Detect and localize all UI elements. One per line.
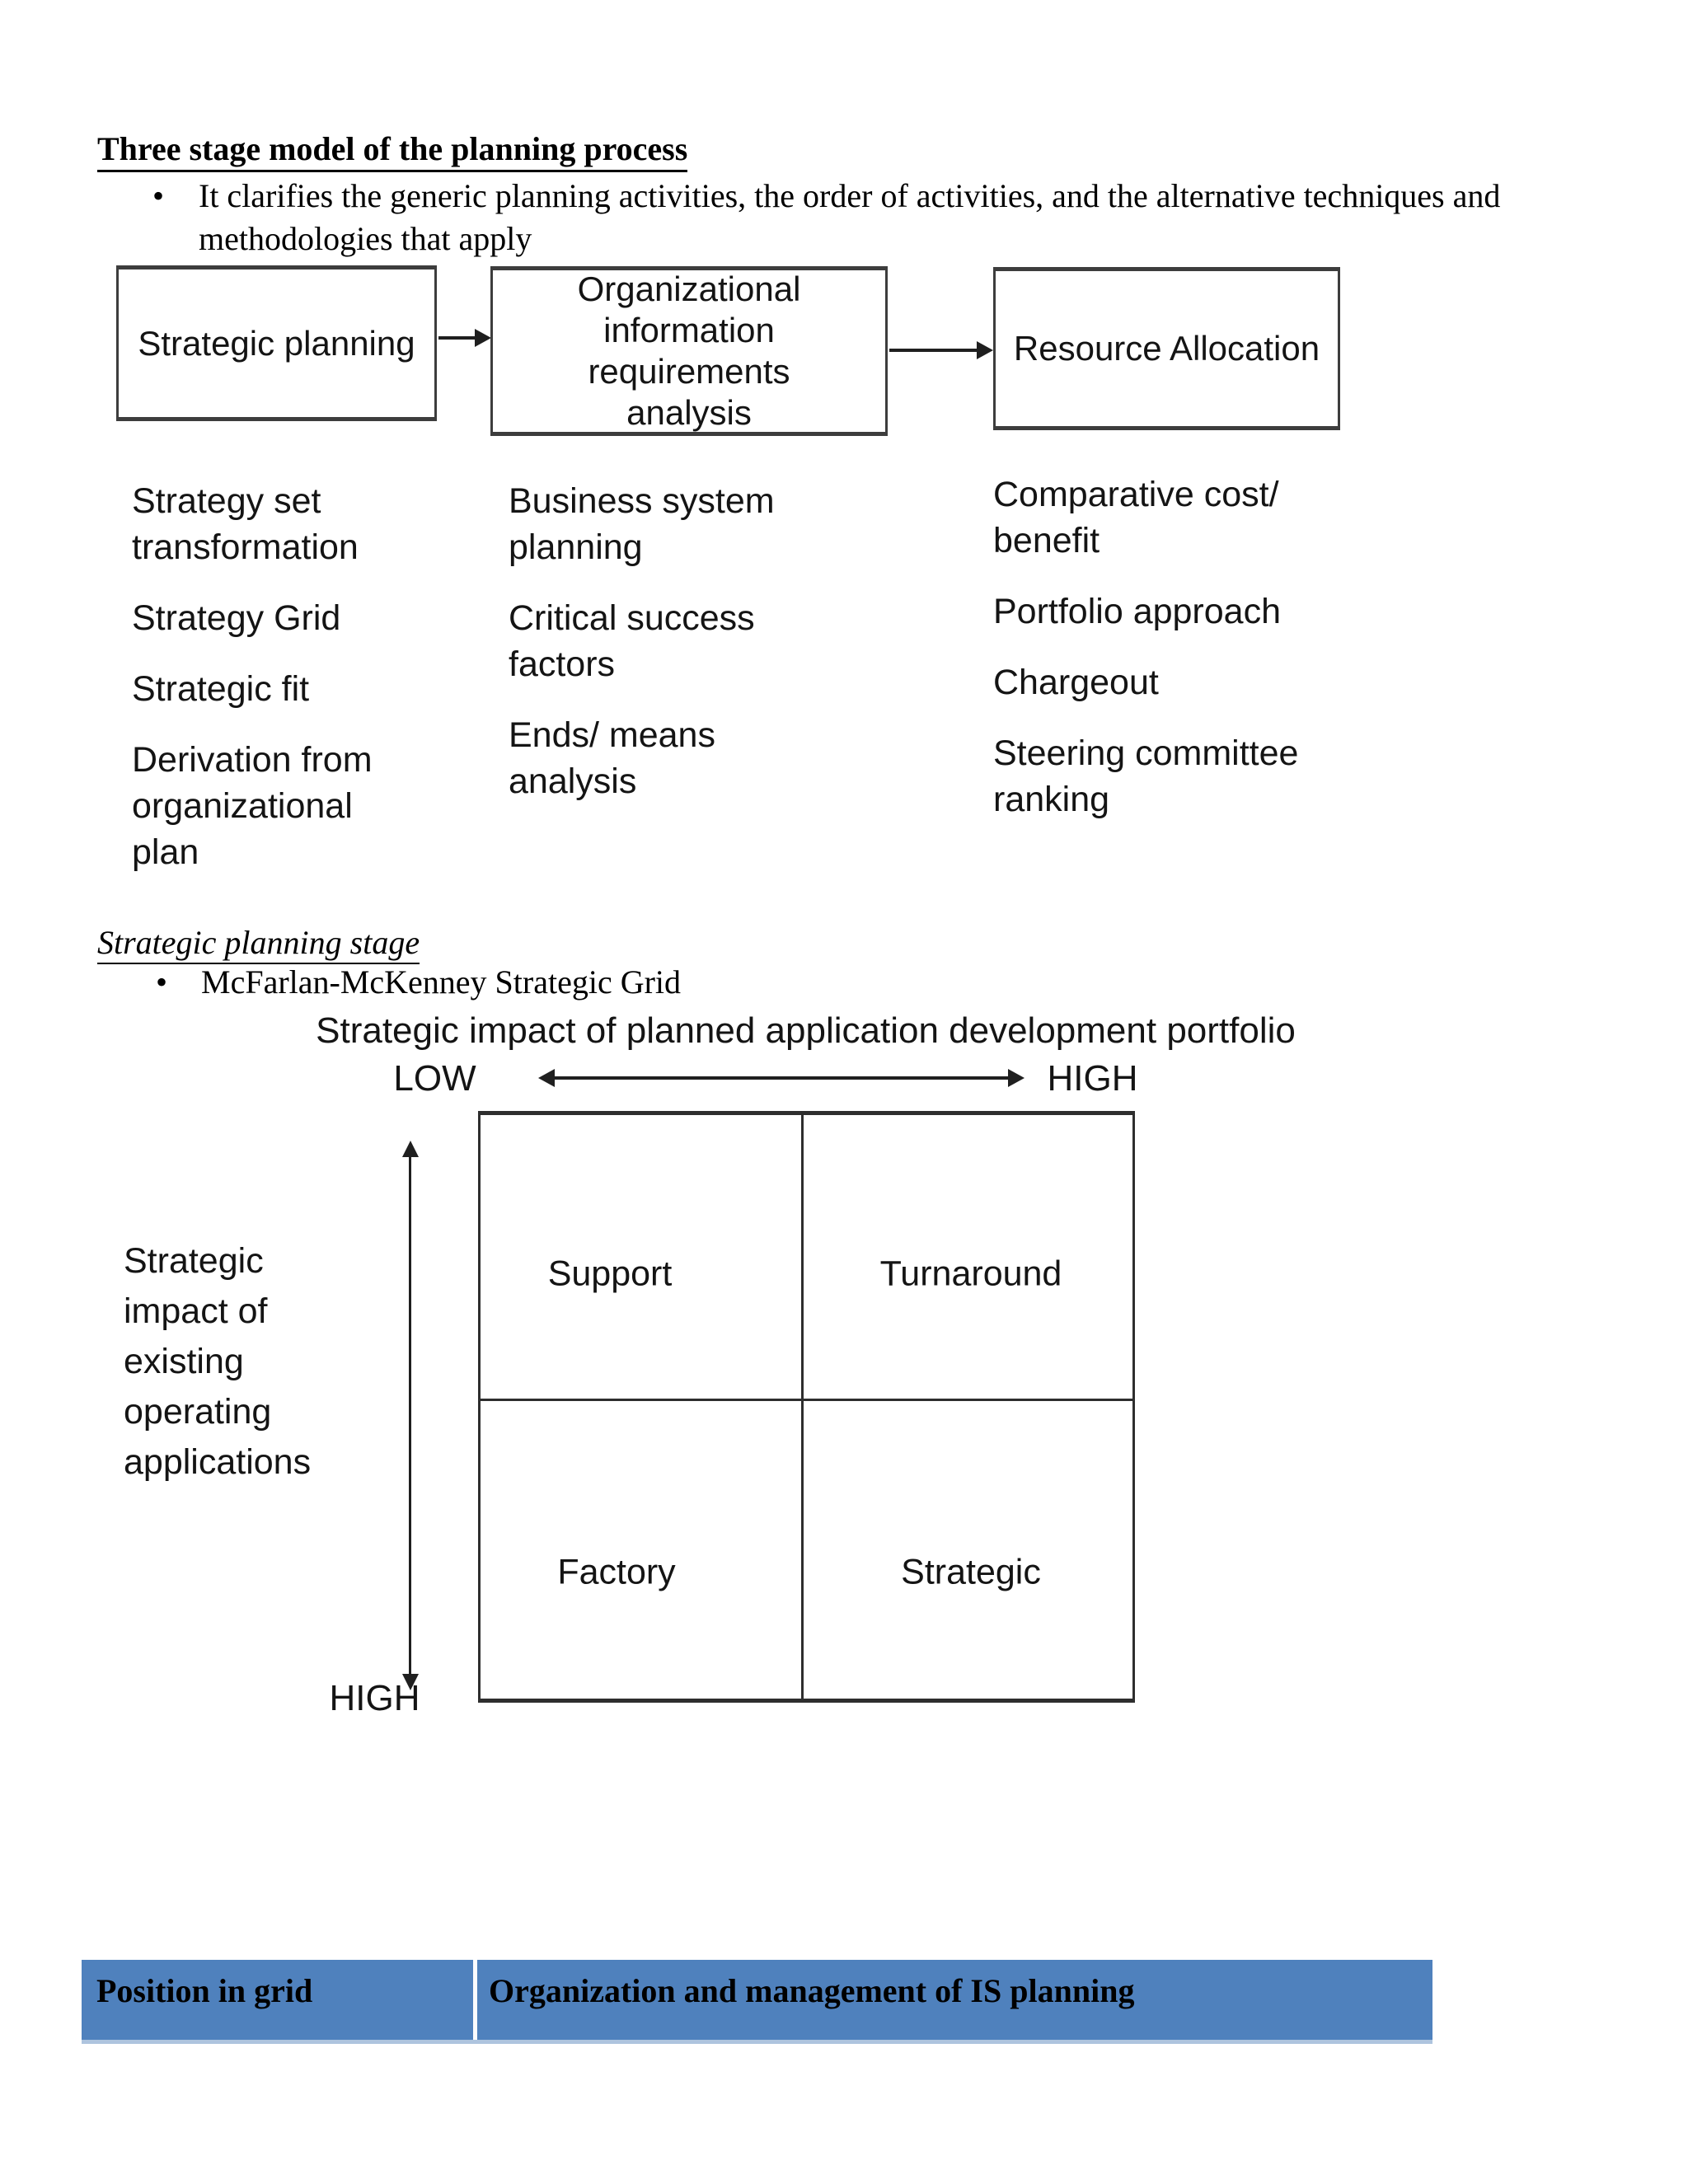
position-table-header-row: Position in grid Organization and manage… <box>82 1960 1432 2044</box>
flow-box-label: Organizational information requirements … <box>577 269 801 432</box>
grid-vertical-divider <box>801 1115 804 1699</box>
quadrant-label-strategic: Strategic <box>901 1552 1041 1592</box>
flow-box-label: Resource Allocation <box>1013 329 1320 368</box>
quadrant-label-factory: Factory <box>557 1552 676 1592</box>
intro-bullet-line-1: It clarifies the generic planning activi… <box>199 177 1501 214</box>
x-axis-low-label: LOW <box>393 1058 476 1099</box>
quadrant-label-support: Support <box>547 1254 673 1294</box>
list-item: Strategy set transformation <box>132 481 359 567</box>
list-item: Strategic fit <box>132 669 310 709</box>
list-item: Critical success factors <box>509 598 755 684</box>
intro-bullet: • It clarifies the generic planning acti… <box>152 175 1500 260</box>
mcfarlan-bullet: • McFarlan-McKenney Strategic Grid <box>156 961 681 1004</box>
double-arrow-vertical-icon <box>402 1141 419 1690</box>
double-arrow-horizontal-icon <box>538 1069 1025 1087</box>
list-item: Ends/ means analysis <box>509 715 715 801</box>
flow-box-strategic-planning: Strategic planning <box>116 265 437 421</box>
table-header-position-in-grid: Position in grid <box>96 1972 313 2009</box>
x-axis-high-label: HIGH <box>1047 1058 1138 1099</box>
quadrant-label-turnaround: Turnaround <box>879 1254 1062 1294</box>
intro-bullet-line-2: methodologies that apply <box>199 220 532 257</box>
section-heading-strategic-planning-stage: Strategic planning stage <box>97 923 420 964</box>
bullet-icon: • <box>152 177 165 214</box>
list-item: Portfolio approach <box>993 592 1281 631</box>
list-item: Business system planning <box>509 481 775 567</box>
page-title: Three stage model of the planning proces… <box>97 129 688 172</box>
techniques-column-resource-allocation: Comparative cost/ benefit Portfolio appr… <box>993 471 1335 847</box>
table-header-organization-management: Organization and management of IS planni… <box>489 1972 1135 2009</box>
flow-box-label: Strategic planning <box>138 323 415 363</box>
flow-box-resource-allocation: Resource Allocation <box>993 267 1340 430</box>
list-item: Steering committee ranking <box>993 733 1299 819</box>
list-item: Chargeout <box>993 663 1159 702</box>
mcfarlan-bullet-text: McFarlan-McKenney Strategic Grid <box>201 963 682 1001</box>
strategic-grid <box>478 1111 1135 1703</box>
y-axis-high-label: HIGH <box>329 1678 420 1718</box>
flow-box-org-info-requirements: Organizational information requirements … <box>490 266 888 436</box>
grid-x-axis-title: Strategic impact of planned application … <box>316 1010 1296 1051</box>
arrow-right-icon <box>889 341 993 359</box>
list-item: Derivation from organizational plan <box>132 740 373 872</box>
list-item: Strategy Grid <box>132 598 341 638</box>
bullet-icon: • <box>156 963 168 1001</box>
table-column-divider <box>473 1960 477 2040</box>
techniques-column-strategic-planning: Strategy set transformation Strategy Gri… <box>132 478 404 900</box>
techniques-column-oira: Business system planning Critical succes… <box>509 478 793 829</box>
list-item: Comparative cost/ benefit <box>993 475 1279 560</box>
y-axis-title: Strategic impact of existing operating a… <box>124 1241 312 1482</box>
grid-horizontal-divider <box>481 1399 1132 1401</box>
arrow-right-icon <box>438 329 491 347</box>
